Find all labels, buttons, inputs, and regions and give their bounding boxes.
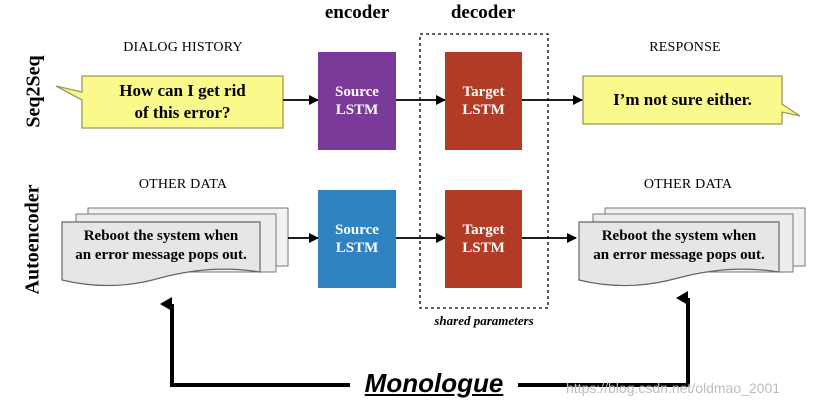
response-heading: RESPONSE (649, 40, 721, 55)
dialog-history-heading: DIALOG HISTORY (123, 40, 243, 55)
decoder-header: decoder (450, 2, 516, 23)
target-lstm-decoder-bottom: Target LSTM (445, 190, 522, 288)
monologue-right-arrow (518, 291, 690, 387)
target-lstm-top-line1: Target (462, 84, 505, 100)
other-data-right-line1: Reboot the system when (601, 228, 757, 244)
response-bubble (582, 75, 801, 125)
dialog-history-line2: of this error? (134, 103, 231, 122)
source-lstm-encoder-bottom: Source LSTM (318, 190, 396, 288)
shared-parameters-box (419, 33, 549, 309)
target-lstm-bottom-line2: LSTM (462, 240, 505, 256)
monologue-left-arrow (160, 297, 350, 387)
other-data-left-text: Reboot the system when an error message … (62, 227, 260, 265)
watermark-text: https://blog.csdn.net/oldmao_2001 (566, 380, 781, 396)
other-data-right-heading: OTHER DATA (643, 177, 733, 192)
target-lstm-bottom-line1: Target (462, 222, 505, 238)
seq2seq-row-label: Seq2Seq (22, 55, 45, 128)
shared-parameters-label: shared parameters (434, 313, 534, 328)
source-lstm-top-line2: LSTM (335, 102, 379, 118)
other-data-right-text: Reboot the system when an error message … (579, 227, 779, 265)
dialog-history-line1: How can I get rid (119, 81, 246, 100)
dialog-history-text: How can I get rid of this error? (82, 80, 283, 124)
source-lstm-top-line1: Source (335, 84, 379, 100)
source-lstm-encoder-top: Source LSTM (318, 52, 396, 150)
autoencoder-row-label: Autoencoder (21, 184, 44, 295)
other-data-left-stack (61, 207, 289, 287)
monologue-label: Monologue (364, 368, 504, 398)
dialog-history-bubble (55, 75, 284, 129)
other-data-left-heading: OTHER DATA (138, 177, 228, 192)
source-lstm-bottom-line2: LSTM (335, 240, 379, 256)
other-data-right-stack (578, 207, 806, 287)
other-data-left-line1: Reboot the system when (83, 228, 239, 244)
source-lstm-bottom-line1: Source (335, 222, 379, 238)
encoder-header: encoder (324, 2, 390, 23)
other-data-right-line2: an error message pops out. (593, 247, 765, 263)
target-lstm-decoder-top: Target LSTM (445, 52, 522, 150)
other-data-left-line2: an error message pops out. (75, 247, 247, 263)
response-text: I’m not sure either. (613, 90, 752, 109)
target-lstm-top-line2: LSTM (462, 102, 505, 118)
